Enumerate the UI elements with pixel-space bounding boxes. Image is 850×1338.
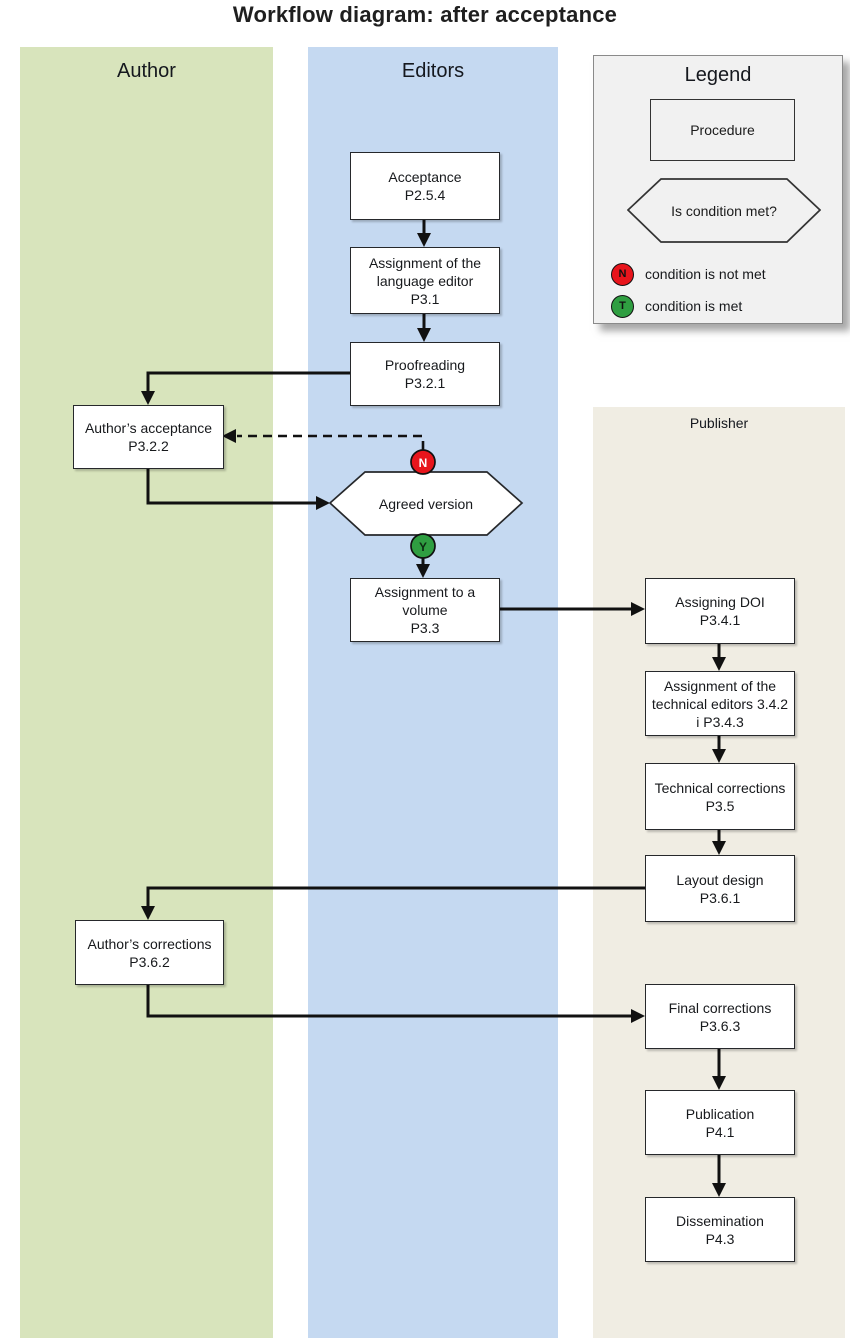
- node-layout-design: Layout design P3.6.1: [645, 855, 795, 922]
- node-dissemination: Dissemination P4.3: [645, 1197, 795, 1262]
- node-doi: Assigning DOI P3.4.1: [645, 578, 795, 644]
- node-line: Assignment of the: [368, 254, 482, 271]
- legend-decision-shape: [627, 178, 821, 243]
- node-line: P3.2.2: [128, 438, 169, 454]
- legend-panel: Legend Procedure Is condition met? N con…: [593, 55, 843, 324]
- legend-item-not-met: N condition is not met: [611, 262, 766, 286]
- lane-editors: Editors: [308, 47, 558, 1338]
- legend-procedure-shape: Procedure: [650, 99, 795, 161]
- legend-title: Legend: [684, 64, 752, 86]
- node-line: P3.6.1: [699, 889, 741, 906]
- node-line: P3.6.2: [129, 953, 170, 970]
- condition-not-met-icon: N: [611, 262, 634, 286]
- lane-author-header: Author: [117, 60, 176, 82]
- condition-met-icon: T: [611, 294, 634, 318]
- node-line: Dissemination: [676, 1212, 764, 1229]
- legend-item-met: T condition is met: [611, 294, 742, 318]
- node-line: P4.1: [705, 1123, 735, 1140]
- node-final-corrections: Final corrections P3.6.3: [645, 984, 795, 1049]
- node-proofreading: Proofreading P3.2.1: [350, 342, 500, 406]
- node-line: Author’s corrections: [87, 935, 212, 952]
- node-line: Agreed version: [378, 495, 474, 512]
- lane-author: Author: [20, 47, 273, 1338]
- node-line: volume: [402, 602, 448, 618]
- node-line: P3.2.1: [404, 375, 446, 391]
- node-line: Final corrections: [668, 999, 772, 1016]
- legend-procedure-label: Procedure: [690, 122, 755, 138]
- legend-not-met-label: condition is not met: [645, 266, 766, 282]
- node-line: Assignment of the: [663, 677, 777, 694]
- node-line: Author’s acceptance: [84, 420, 213, 436]
- lane-editors-header: Editors: [401, 60, 465, 82]
- node-line: P3.6.3: [699, 1017, 741, 1034]
- node-volume: Assignment to a volume P3.3: [350, 578, 500, 642]
- node-line: Acceptance: [388, 169, 462, 185]
- node-line: language editor: [376, 272, 474, 289]
- node-author-corrections: Author’s corrections P3.6.2: [75, 920, 224, 985]
- node-line: Publication: [685, 1105, 755, 1122]
- node-line: P3.5: [705, 797, 735, 814]
- node-publication: Publication P4.1: [645, 1090, 795, 1155]
- node-line: Proofreading: [384, 357, 466, 373]
- node-line: Assignment to a: [374, 584, 476, 600]
- node-line: P2.5.4: [404, 187, 446, 203]
- node-author-acceptance: Author’s acceptance P3.2.2: [73, 405, 224, 469]
- node-language-editor: Assignment of the language editor P3.1: [350, 247, 500, 314]
- node-line: P4.3: [705, 1230, 735, 1247]
- node-line: P3.1: [410, 290, 440, 307]
- node-line: P3.4.1: [699, 612, 741, 628]
- legend-met-label: condition is met: [645, 298, 743, 314]
- node-technical-corrections: Technical corrections P3.5: [645, 763, 795, 830]
- legend-decision-label: Is condition met?: [671, 202, 777, 219]
- node-line: P3.3: [410, 620, 440, 636]
- lane-publisher-header: Publisher: [689, 415, 749, 431]
- node-line: i P3.4.3: [696, 713, 744, 730]
- node-acceptance: Acceptance P2.5.4: [350, 152, 500, 220]
- node-technical-editors: Assignment of the technical editors 3.4.…: [645, 671, 795, 736]
- page-title: Workflow diagram: after acceptance: [232, 2, 618, 27]
- node-line: Layout design: [676, 871, 764, 888]
- node-line: Assigning DOI: [675, 594, 765, 610]
- node-line: Technical corrections: [654, 779, 786, 796]
- node-line: technical editors 3.4.2: [651, 695, 789, 712]
- node-agreed-version: Agreed version: [350, 473, 502, 534]
